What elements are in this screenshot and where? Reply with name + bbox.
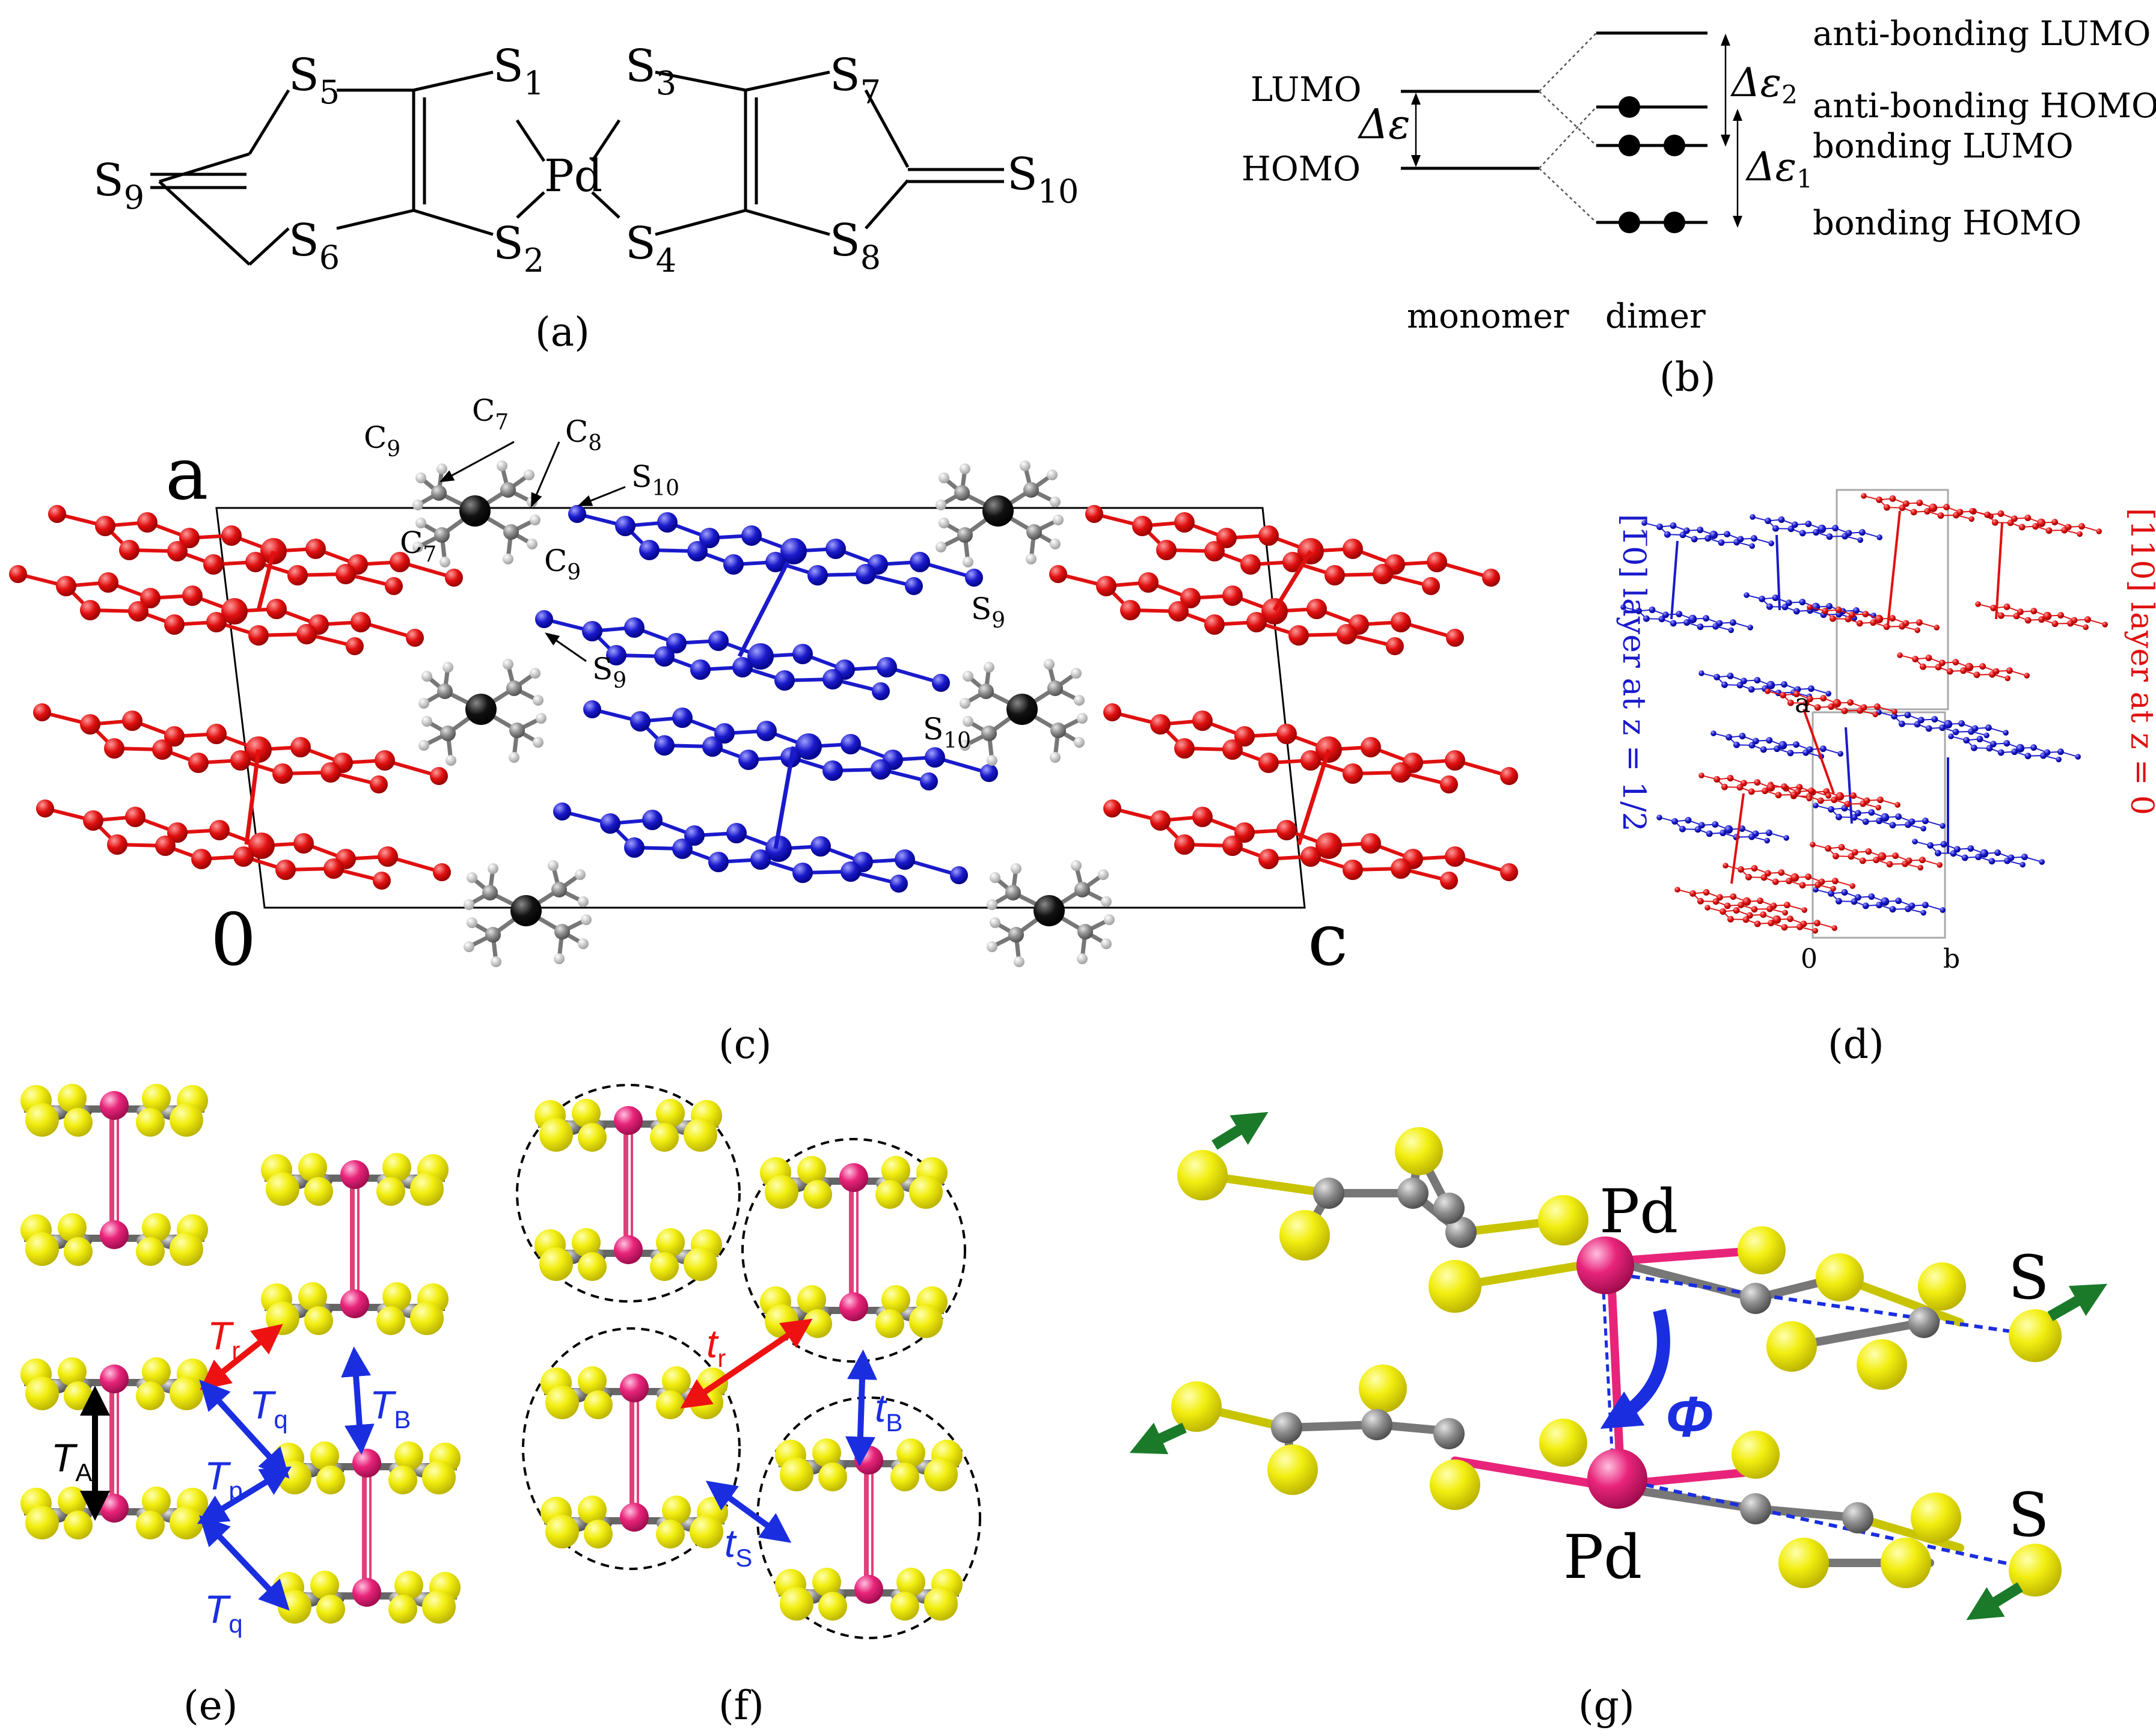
atom-s9: S9	[93, 154, 144, 216]
dimer-e-3	[20, 1357, 208, 1539]
panel-f-dimer-transfers: tr tB tS (f)	[516, 1084, 981, 1729]
phi-label: Φ	[1665, 1385, 1713, 1449]
monomer-label: monomer	[1407, 297, 1569, 336]
label-tr: Tr	[207, 1313, 240, 1365]
arrow-f-tr	[680, 1318, 813, 1409]
atom-s5: S5	[289, 49, 340, 111]
label-tq-top: Tq	[250, 1383, 288, 1434]
panel-g-dimer-torsion: Φ Pd Pd S S (g)	[1129, 1111, 2108, 1729]
label-c7-top: C7	[472, 393, 509, 435]
pd-label-top: Pd	[1599, 1176, 1678, 1247]
label-c7-bot: C7	[400, 525, 436, 567]
label-f-tb: tB	[875, 1386, 902, 1437]
atom-pd: Pd	[544, 150, 602, 202]
homo-label: HOMO	[1242, 150, 1361, 189]
dimer-e-4	[273, 1441, 461, 1624]
origin-label-d: 0	[1801, 944, 1818, 974]
atom-s1: S1	[493, 40, 544, 102]
origin-label: 0	[210, 899, 256, 982]
red-layer-molecules	[1674, 492, 2109, 935]
delta-e-label: Δε	[1357, 101, 1410, 148]
pd-label-bot: Pd	[1563, 1522, 1642, 1592]
dimer-e-1	[20, 1084, 208, 1266]
label-f-tr: tr	[706, 1321, 726, 1372]
s-label-bot: S	[2008, 1480, 2050, 1550]
panel-b-caption: (b)	[1659, 354, 1716, 400]
atom-s2: S2	[493, 218, 544, 280]
panel-g-caption: (g)	[1578, 1683, 1635, 1729]
axis-a-label: a	[165, 433, 209, 516]
label-tp: Tp	[204, 1453, 243, 1505]
blue-stacks	[535, 505, 998, 893]
label-ta: TA	[51, 1435, 92, 1487]
red-stack-right	[1049, 505, 1518, 890]
ab-lumo-label: anti-bonding LUMO	[1813, 14, 2151, 53]
panel-e-caption: (e)	[183, 1683, 238, 1729]
dimer-label: dimer	[1605, 297, 1706, 336]
arrow-tr	[200, 1324, 283, 1390]
b-homo-label: bonding HOMO	[1813, 204, 2081, 243]
pd-pd-bond	[1607, 1277, 1625, 1470]
axis-b-label-d: b	[1943, 944, 1960, 974]
lumo-label: LUMO	[1251, 70, 1362, 109]
arrow-tq-top	[199, 1380, 290, 1479]
panel-c-crystal-structure: C9 C7 C8 S10 C7 C9 S9 S9 S10 a 0 c (c)	[9, 393, 1518, 1068]
axis-a-label-d: a	[1795, 688, 1810, 719]
panel-b-energy-diagram: LUMO HOMO Δε Δε2 Δε1 anti-bonding LUMO a…	[1242, 14, 2156, 400]
panel-d-layers: [1̅0] layer at z = 1/2 [110] layer at z …	[1615, 489, 2156, 1068]
panel-a-structure: S5 S1 S3 S7 S9 Pd S10 S6 S2 S4 S8 (a)	[93, 40, 1079, 355]
red-layer-label: [110] layer at z = 0	[2124, 508, 2156, 815]
atom-s8: S8	[830, 215, 881, 277]
panel-e-transfer-integrals: Tr Tq TB TA Tp Tq (e)	[20, 1084, 461, 1729]
blue-layer-label: [1̅0] layer at z = 1/2	[1615, 514, 1652, 832]
cations	[412, 460, 1115, 967]
upper-plane-line	[1617, 1273, 2033, 1336]
dimer-circle-3	[522, 1327, 741, 1570]
arrow-f-tb	[845, 1349, 878, 1467]
arrow-tp	[197, 1466, 292, 1524]
label-c8: C8	[565, 414, 602, 456]
label-tq-bot: Tq	[204, 1587, 243, 1638]
panel-d-caption: (d)	[1828, 1021, 1884, 1068]
panel-c-caption: (c)	[718, 1021, 771, 1068]
ab-homo-label: anti-bonding HOMO	[1813, 87, 2156, 126]
label-s10-top: S10	[631, 459, 679, 501]
label-s9-right: S9	[971, 591, 1005, 633]
label-c9-top: C9	[364, 420, 400, 462]
panel-f-caption: (f)	[718, 1683, 764, 1729]
panel-a-caption: (a)	[535, 309, 590, 355]
label-c9-bot: C9	[544, 543, 581, 585]
arrow-f-ts	[705, 1481, 792, 1543]
atom-s10: S10	[1007, 148, 1079, 210]
label-f-ts: tS	[724, 1521, 752, 1572]
axis-c-label: c	[1308, 899, 1348, 982]
atom-s7: S7	[830, 49, 881, 111]
label-s9-left: S9	[592, 652, 626, 693]
atom-s4: S4	[625, 218, 676, 280]
arrow-tq-bot	[199, 1515, 290, 1611]
label-tb: TB	[370, 1383, 411, 1434]
b-lumo-label: bonding LUMO	[1813, 127, 2074, 166]
dimer-circle-1	[516, 1084, 741, 1303]
phi-rotation-arrow	[1600, 1309, 1670, 1429]
dimer-e-2	[261, 1153, 449, 1335]
lower-plane-line	[1617, 1477, 2033, 1571]
blue-layer-molecules	[1620, 513, 2081, 917]
atom-s6: S6	[289, 215, 340, 277]
arrow-tb	[341, 1346, 375, 1455]
delta-e2-label: Δε2	[1730, 60, 1798, 109]
atom-s3: S3	[625, 40, 676, 102]
red-stack-left	[9, 505, 463, 890]
unit-cell-outline	[215, 507, 1306, 909]
s-label-top: S	[2008, 1242, 2050, 1313]
label-s10-mid: S10	[923, 712, 971, 753]
delta-e1-label: Δε1	[1745, 144, 1813, 194]
